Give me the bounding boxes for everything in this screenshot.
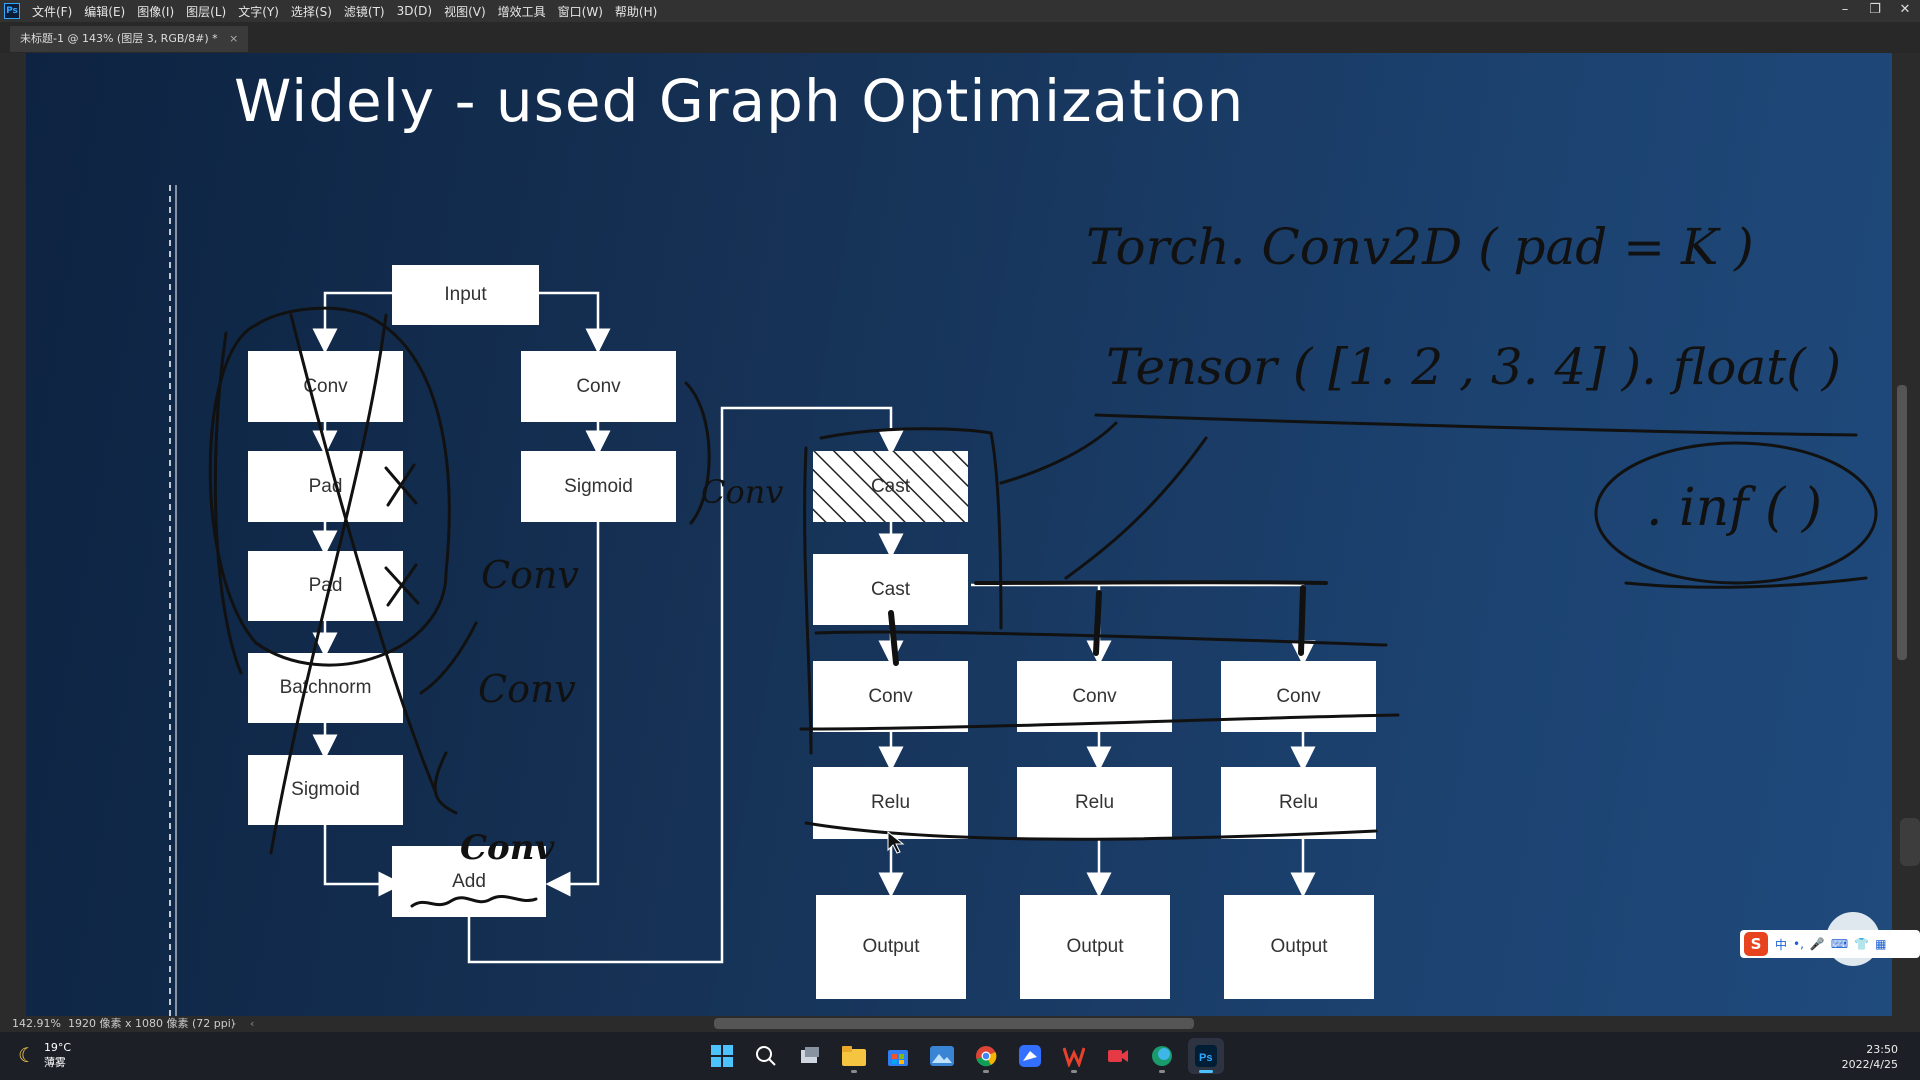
menu-select[interactable]: 选择(S) — [290, 4, 332, 19]
menu-bar: Ps 文件(F) 编辑(E) 图像(I) 图层(L) 文字(Y) 选择(S) 滤… — [0, 0, 1920, 22]
node-cast-1: Cast — [813, 451, 968, 522]
running-indicator — [851, 1070, 857, 1073]
node-output-2: Output — [1020, 895, 1170, 999]
horizontal-scrollbar[interactable] — [714, 1018, 1194, 1029]
clock-date: 2022/4/25 — [1841, 1058, 1898, 1071]
node-relu-3: Relu — [1221, 767, 1376, 839]
ime-toolbar[interactable]: S 中 •, 🎤 ⌨ 👕 ▦ — [1740, 930, 1920, 958]
running-indicator — [1071, 1070, 1077, 1073]
weather-temperature: 19°C — [43, 1041, 72, 1054]
weather-description: 薄雾 — [43, 1056, 66, 1069]
file-explorer-icon[interactable] — [836, 1038, 872, 1074]
scroll-left-icon[interactable]: ‹ — [250, 1017, 255, 1030]
menu-filter[interactable]: 滤镜(T) — [343, 4, 385, 19]
taskbar: ☾ 19°C 薄雾 — [0, 1032, 1920, 1080]
store-icon[interactable] — [880, 1038, 916, 1074]
node-conv-left: Conv — [248, 351, 403, 422]
photoshop-logo-icon: Ps — [4, 3, 20, 19]
handwriting-line-1: Torch. Conv2D ( pad = K ) — [1086, 218, 1754, 276]
node-batchnorm: Batchnorm — [248, 653, 403, 723]
feishu-icon[interactable] — [1012, 1038, 1048, 1074]
ink-annotations — [208, 306, 1878, 908]
moon-icon: ☾ — [18, 1043, 36, 1067]
chrome-icon[interactable] — [968, 1038, 1004, 1074]
node-relu-2: Relu — [1017, 767, 1172, 839]
task-view-icon[interactable] — [792, 1038, 828, 1074]
panel-handle[interactable] — [1900, 818, 1920, 866]
status-arrow-icon[interactable]: › — [232, 1017, 237, 1030]
slide-title: Widely - used Graph Optimization — [234, 67, 1245, 135]
handwriting-conv-note-1: Conv — [481, 553, 579, 597]
mouse-cursor-icon — [887, 830, 905, 854]
node-input: Input — [392, 265, 539, 325]
sogou-logo-icon[interactable]: S — [1744, 932, 1768, 956]
close-window-icon[interactable]: ✕ — [1899, 2, 1911, 17]
ime-skin-icon[interactable]: 👕 — [1854, 937, 1870, 951]
zoom-level[interactable]: 142.91% — [12, 1017, 61, 1030]
menu-view[interactable]: 视图(V) — [444, 4, 486, 19]
menu-plugins[interactable]: 增效工具 — [497, 4, 546, 19]
document-tab[interactable]: 未标题-1 @ 143% (图层 3, RGB/8#) * × — [10, 26, 249, 52]
running-indicator — [1159, 1070, 1165, 1073]
menu-3d[interactable]: 3D(D) — [396, 4, 433, 18]
ime-punctuation-toggle[interactable]: •, — [1793, 937, 1804, 951]
recorder-icon[interactable] — [1100, 1038, 1136, 1074]
menu-help[interactable]: 帮助(H) — [614, 4, 658, 19]
node-cast-1-label: Cast — [870, 475, 911, 497]
ime-menu-icon[interactable]: ▦ — [1875, 937, 1887, 951]
clock-time: 23:50 — [1866, 1043, 1898, 1056]
weather-widget[interactable]: ☾ 19°C 薄雾 — [18, 1040, 71, 1070]
handwriting-conv-note-3: Conv — [701, 473, 784, 511]
photos-icon[interactable] — [924, 1038, 960, 1074]
system-clock[interactable]: 23:50 2022/4/25 — [1842, 1042, 1898, 1072]
menu-file[interactable]: 文件(F) — [32, 4, 73, 19]
menu-type[interactable]: 文字(Y) — [238, 4, 279, 19]
node-sigmoid-left: Sigmoid — [248, 755, 403, 825]
node-output-1: Output — [816, 895, 966, 999]
edge-icon[interactable] — [1144, 1038, 1180, 1074]
handwriting-line-2: Tensor ( [1. 2 , 3. 4] ). float( ) — [1106, 338, 1842, 396]
close-tab-icon[interactable]: × — [229, 32, 239, 45]
node-sigmoid-right: Sigmoid — [521, 451, 676, 522]
minimize-icon[interactable]: – — [1841, 2, 1849, 17]
node-pad-1: Pad — [248, 451, 403, 522]
photoshop-icon[interactable]: Ps — [1188, 1038, 1224, 1074]
ime-voice-icon[interactable]: 🎤 — [1809, 937, 1825, 951]
running-indicator — [983, 1070, 989, 1073]
node-conv-1: Conv — [813, 661, 968, 732]
svg-text:Ps: Ps — [1199, 1052, 1212, 1064]
window-controls: – ❐ ✕ — [1830, 0, 1920, 22]
search-icon[interactable] — [748, 1038, 784, 1074]
wps-icon[interactable] — [1056, 1038, 1092, 1074]
active-indicator — [1199, 1070, 1213, 1073]
windows-start-icon[interactable] — [704, 1038, 740, 1074]
ime-chinese-toggle[interactable]: 中 — [1775, 937, 1788, 952]
menu-image[interactable]: 图像(I) — [137, 4, 175, 19]
node-conv-right: Conv — [521, 351, 676, 422]
graph-connectors — [169, 185, 1316, 1016]
document-canvas[interactable]: Widely - used Graph Optimization — [26, 53, 1892, 1016]
document-tab-title: 未标题-1 @ 143% (图层 3, RGB/8#) * — [20, 32, 218, 45]
menu-layer[interactable]: 图层(L) — [186, 4, 227, 19]
handwriting-conv-note-4: Conv — [460, 828, 555, 868]
handwriting-line-3: . inf ( ) — [1646, 478, 1823, 538]
vertical-scrollbar[interactable] — [1897, 385, 1907, 660]
menu-edit[interactable]: 编辑(E) — [84, 4, 126, 19]
document-tab-bar: 未标题-1 @ 143% (图层 3, RGB/8#) * × — [0, 22, 1920, 53]
node-output-3: Output — [1224, 895, 1374, 999]
taskbar-icons: Ps — [700, 1038, 1228, 1074]
node-add: Add — [392, 846, 546, 917]
canvas-left-margin — [0, 53, 26, 1016]
ime-keyboard-icon[interactable]: ⌨ — [1830, 937, 1849, 951]
handwriting-conv-note-2: Conv — [478, 667, 576, 711]
node-conv-3: Conv — [1221, 661, 1376, 732]
document-dimensions: 1920 像素 x 1080 像素 (72 ppi) — [68, 1017, 236, 1030]
menu-window[interactable]: 窗口(W) — [557, 4, 603, 19]
restore-icon[interactable]: ❐ — [1869, 2, 1881, 17]
hatch-overlay — [813, 451, 968, 522]
node-conv-2: Conv — [1017, 661, 1172, 732]
